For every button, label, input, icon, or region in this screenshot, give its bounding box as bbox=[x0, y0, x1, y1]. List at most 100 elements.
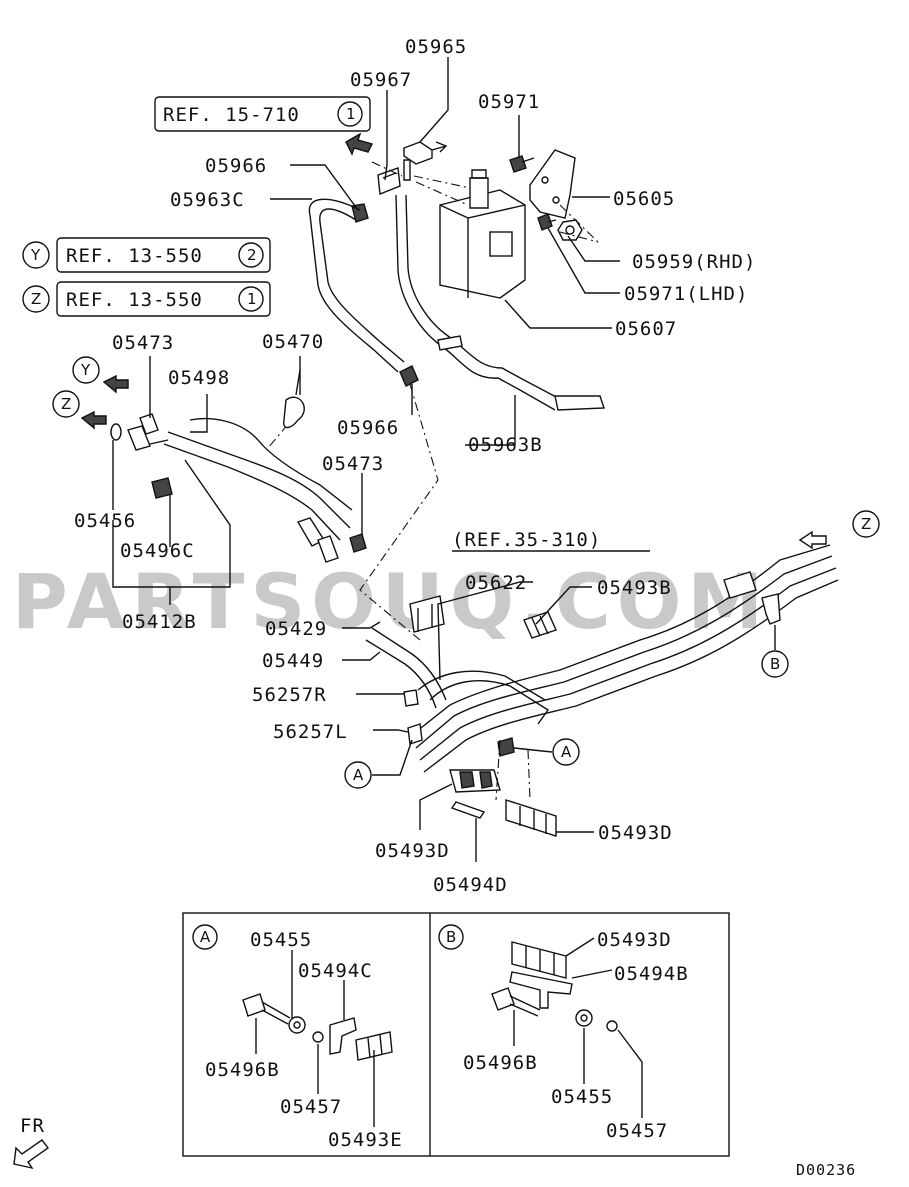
detail-b-washer-05455[interactable] bbox=[575, 1009, 593, 1027]
clip-05493d-right[interactable] bbox=[505, 799, 557, 837]
canister-05607[interactable] bbox=[439, 169, 526, 299]
label-56257l: 56257L bbox=[273, 721, 348, 743]
ref-z-marker: Z bbox=[31, 290, 41, 308]
detail-b-label-05494b: 05494B bbox=[614, 963, 689, 985]
label-05966-mid: 05966 bbox=[337, 417, 399, 439]
label-05449: 05449 bbox=[262, 650, 324, 672]
label-05607: 05607 bbox=[615, 318, 677, 340]
label-05971-lhd: 05971(LHD) bbox=[624, 283, 748, 305]
clamp-05470[interactable] bbox=[283, 369, 305, 429]
ref-13-550-z-callout[interactable]: Z REF. 13-550 1 bbox=[22, 281, 271, 317]
detail-panels bbox=[182, 912, 730, 1157]
ref-15-710-label: REF. 15-710 bbox=[163, 104, 300, 126]
ref-15-710-callout[interactable]: REF. 15-710 1 bbox=[154, 96, 371, 132]
clip-05622[interactable] bbox=[409, 595, 445, 633]
clip-05493d-left[interactable] bbox=[449, 769, 501, 793]
ref-y-marker: Y bbox=[30, 246, 41, 264]
arrow-y-left: Y bbox=[72, 356, 129, 394]
detail-b-label-05496b: 05496B bbox=[463, 1052, 538, 1074]
detail-a: A 05455 05494C 05496B 05457 05493E bbox=[192, 924, 403, 1151]
label-05470: 05470 bbox=[262, 331, 324, 353]
label-05966-top: 05966 bbox=[205, 155, 267, 177]
plug-56257r[interactable] bbox=[403, 689, 419, 707]
clamp-05966-mid[interactable] bbox=[399, 365, 419, 387]
fitting-05496c[interactable] bbox=[127, 425, 173, 499]
detail-a-bolt-05496b[interactable] bbox=[242, 993, 291, 1025]
detail-a-nut-05457[interactable] bbox=[312, 1031, 324, 1043]
fuel-line-bundle[interactable] bbox=[365, 544, 839, 773]
label-05496c: 05496C bbox=[120, 540, 195, 562]
hose-05963b[interactable] bbox=[395, 194, 605, 411]
arrow-z-left: Z bbox=[52, 390, 107, 430]
detail-b-label-05493d: 05493D bbox=[597, 929, 672, 951]
arrow-z-right: Z bbox=[798, 510, 880, 550]
label-56257r: 56257R bbox=[252, 684, 327, 706]
label-ref-35-310: (REF.35-310) bbox=[452, 529, 601, 551]
label-05605: 05605 bbox=[613, 188, 675, 210]
label-05498: 05498 bbox=[168, 367, 230, 389]
label-05412b: 05412B bbox=[122, 611, 197, 633]
detail-b-bracket-05494b[interactable] bbox=[509, 971, 573, 1009]
arrow-z-marker: Z bbox=[61, 395, 71, 413]
clamp-05473-mid[interactable] bbox=[349, 533, 367, 553]
ref-13-550-z-circle-number: 1 bbox=[247, 290, 257, 308]
marker-b: B bbox=[770, 655, 780, 673]
label-05473-mid: 05473 bbox=[322, 453, 384, 475]
ref-13-550-y-callout[interactable]: Y REF. 13-550 2 bbox=[22, 237, 271, 273]
label-05493d-right: 05493D bbox=[598, 822, 673, 844]
detail-b-label-05457: 05457 bbox=[606, 1120, 668, 1142]
detail-b-clip-05493d[interactable] bbox=[511, 941, 567, 979]
label-05493d-left: 05493D bbox=[375, 840, 450, 862]
detail-b-label-05455: 05455 bbox=[551, 1086, 613, 1108]
connector-05965[interactable] bbox=[403, 141, 448, 181]
drawing-code: D00236 bbox=[796, 1161, 856, 1179]
front-indicator-label: FR bbox=[20, 1115, 45, 1137]
marker-a-left-callout: A bbox=[344, 739, 413, 789]
label-05963c: 05963C bbox=[170, 189, 245, 211]
label-05493b: 05493B bbox=[597, 577, 672, 599]
label-05959-rhd: 05959(RHD) bbox=[632, 251, 756, 273]
detail-b-nut-05457[interactable] bbox=[606, 1020, 618, 1032]
label-05429: 05429 bbox=[265, 618, 327, 640]
detail-a-label-05493e: 05493E bbox=[328, 1129, 403, 1151]
label-05967: 05967 bbox=[350, 69, 412, 91]
ref-13-550-y-label: REF. 13-550 bbox=[66, 245, 203, 267]
label-05622: 05622 bbox=[465, 572, 527, 594]
hose-05963c[interactable] bbox=[308, 198, 405, 373]
hose-05498[interactable] bbox=[163, 417, 353, 541]
plug-56257l[interactable] bbox=[407, 723, 423, 745]
detail-b-bolt-05496b[interactable] bbox=[491, 987, 541, 1017]
label-05963b: 05963B bbox=[468, 434, 543, 456]
arrow-y-marker: Y bbox=[80, 361, 91, 379]
marker-a-left: A bbox=[353, 766, 364, 784]
clip-05493b-right[interactable] bbox=[723, 571, 781, 625]
ref-15-710-circle-number: 1 bbox=[346, 105, 356, 123]
ref-13-550-z-label: REF. 13-550 bbox=[66, 289, 203, 311]
plate-05494d[interactable] bbox=[450, 801, 486, 819]
bolt-05971[interactable] bbox=[509, 155, 535, 173]
detail-a-washer-05455[interactable] bbox=[288, 1016, 306, 1034]
connector-05429[interactable] bbox=[296, 517, 339, 563]
detail-a-label-05455: 05455 bbox=[250, 929, 312, 951]
marker-a-right-callout: A bbox=[513, 738, 580, 766]
seal-05456[interactable] bbox=[110, 423, 122, 441]
watermark: PARTSOUQ.COM bbox=[12, 557, 769, 646]
arrow-z-right-marker: Z bbox=[861, 515, 871, 533]
clip-05493b[interactable] bbox=[523, 611, 557, 639]
arrow-ref-15-710 bbox=[345, 132, 374, 156]
canister-bracket-05605[interactable] bbox=[529, 149, 576, 219]
detail-a-label-05496b: 05496B bbox=[205, 1059, 280, 1081]
detail-a-clip-05493e[interactable] bbox=[355, 1031, 393, 1061]
clamp-05473-top[interactable] bbox=[139, 413, 159, 435]
hose-clip-05967[interactable] bbox=[377, 167, 401, 195]
bracket-point-a bbox=[497, 737, 515, 757]
detail-a-marker: A bbox=[200, 928, 211, 946]
detail-b: B 05493D 05494B 05496B 05455 05457 bbox=[438, 924, 689, 1142]
front-indicator: FR bbox=[13, 1115, 49, 1170]
bolt-05971-lhd[interactable] bbox=[537, 213, 557, 231]
detail-a-label-05457: 05457 bbox=[280, 1096, 342, 1118]
label-05473-top: 05473 bbox=[112, 332, 174, 354]
label-05456: 05456 bbox=[74, 510, 136, 532]
detail-a-bracket-05494c[interactable] bbox=[329, 1017, 357, 1055]
